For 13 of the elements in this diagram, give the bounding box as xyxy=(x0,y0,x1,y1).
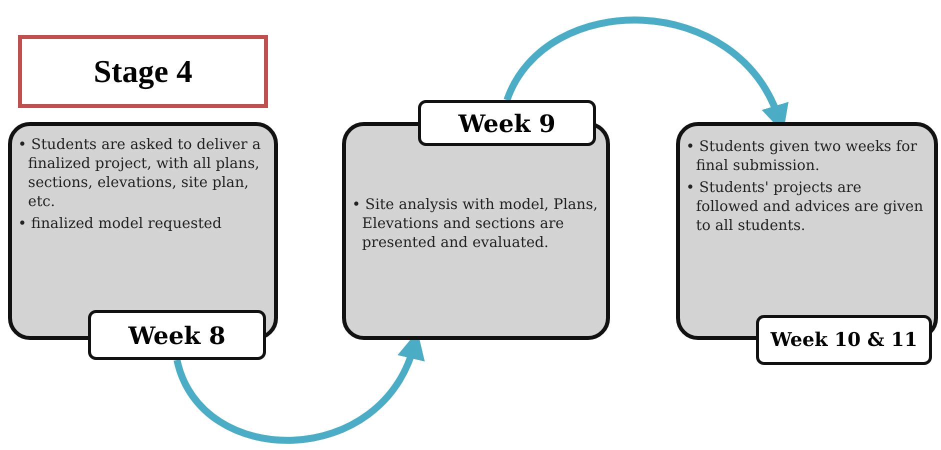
bullet-text: • Students given two weeks for final submission. xyxy=(686,138,918,176)
bullet-text: • Students are asked to deliver a finalized project, with all plans, sections, elevations, site plan, etc. xyxy=(18,136,262,212)
stage-title: Stage 4 xyxy=(94,53,192,90)
week-label: Week 10 & 11 xyxy=(770,329,918,351)
bullet-text: • finalized model requested xyxy=(18,215,223,234)
bullet-text: • Site analysis with model, Plans, Elevations and sections are presented and evaluated. xyxy=(352,196,599,253)
week-label-box xyxy=(88,310,266,360)
stage-heading-box xyxy=(18,35,268,108)
bullet-text: • Students' projects are followed and advices are given to all students. xyxy=(686,179,924,236)
week-label-box xyxy=(756,315,932,365)
week-label: Week 8 xyxy=(128,320,226,350)
week-label: Week 9 xyxy=(458,108,556,138)
week-label-box xyxy=(418,100,596,146)
